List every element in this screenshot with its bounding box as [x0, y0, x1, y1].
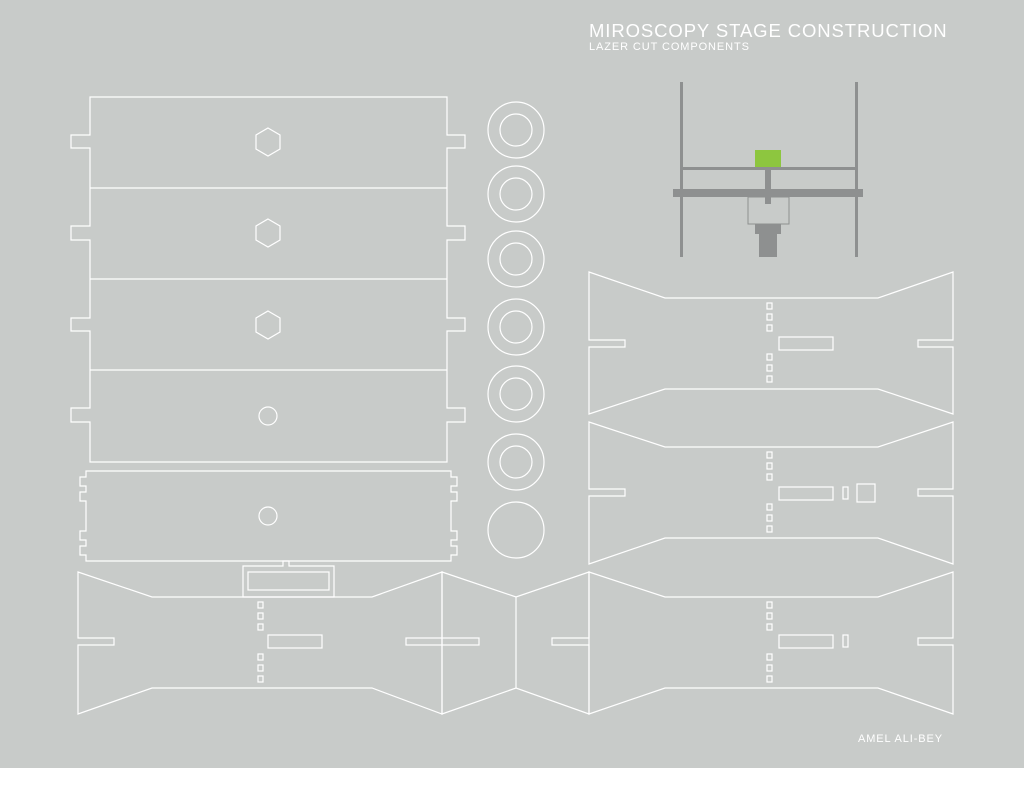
base-plate-outline [79, 470, 458, 562]
side-piece-3 [551, 571, 954, 715]
circle-cutout [258, 406, 278, 426]
washer-inner [499, 377, 533, 411]
side-piece-outline [588, 421, 954, 565]
slot [257, 623, 264, 631]
slot [766, 473, 773, 481]
slot [257, 653, 264, 661]
bottom-piece-outline [77, 571, 443, 715]
assembly-top-bar [683, 167, 855, 170]
washer-outer [487, 230, 545, 288]
slot [766, 525, 773, 533]
long-slot [778, 336, 834, 351]
long-slot [267, 634, 323, 649]
washer-inner [499, 310, 533, 344]
slot [766, 601, 773, 609]
side-piece-outline [551, 571, 954, 715]
bracket-outline [242, 560, 335, 598]
side-piece-1 [588, 271, 954, 415]
side-piece-2 [588, 421, 954, 565]
slot [766, 514, 773, 522]
long-slot [778, 634, 834, 649]
slot [257, 675, 264, 683]
drawing-sheet: MIROSCOPY STAGE CONSTRUCTION LAZER CUT C… [0, 0, 1024, 768]
slot [257, 664, 264, 672]
bottom-piece [77, 560, 443, 715]
panel-stack-outline [70, 96, 466, 463]
slot [766, 612, 773, 620]
side-piece-outline [588, 271, 954, 415]
washer-outer [487, 101, 545, 159]
washer-outer [487, 165, 545, 223]
middle-piece [405, 571, 590, 715]
sheet-subtitle: LAZER CUT COMPONENTS [589, 41, 750, 53]
slot [766, 664, 773, 672]
slot [766, 364, 773, 372]
washer-outer [487, 298, 545, 356]
assembly-platform [755, 150, 781, 167]
sheet-title: MIROSCOPY STAGE CONSTRUCTION [589, 20, 948, 41]
slot [257, 601, 264, 609]
washer-inner [499, 113, 533, 147]
hexagon-cutout [255, 127, 281, 157]
small-slot [842, 634, 849, 648]
slot [766, 375, 773, 383]
washer-inner [499, 242, 533, 276]
circle-cutout [258, 506, 278, 526]
slot [766, 451, 773, 459]
washers [487, 101, 545, 559]
slot [766, 302, 773, 310]
slot [766, 462, 773, 470]
assembly-objective [755, 224, 781, 234]
slot [766, 353, 773, 361]
tab [405, 637, 480, 646]
assembly-objective-base [759, 234, 777, 257]
hexagon-cutout [255, 218, 281, 248]
washer-outer [487, 433, 545, 491]
assembly-post-right [855, 82, 858, 257]
slot [766, 675, 773, 683]
slot [766, 324, 773, 332]
hexagon-cutout [255, 310, 281, 340]
small-slot [842, 486, 849, 500]
slot [766, 653, 773, 661]
cut-layout [70, 82, 954, 715]
long-slot [778, 486, 834, 501]
washer-inner [499, 445, 533, 479]
washer-inner [499, 177, 533, 211]
author-credit: AMEL ALI-BEY [858, 733, 943, 745]
base-plate [79, 470, 458, 562]
disc [487, 501, 545, 559]
slot [766, 623, 773, 631]
slot [766, 503, 773, 511]
washer-outer [487, 365, 545, 423]
assembly-shaft [765, 170, 771, 204]
bracket-slot [247, 571, 330, 591]
slot [766, 313, 773, 321]
square-slot [856, 483, 876, 503]
assembly-post-left [680, 82, 683, 257]
assembly-diagram [673, 82, 863, 257]
stacked-panels [70, 96, 466, 463]
slot [257, 612, 264, 620]
